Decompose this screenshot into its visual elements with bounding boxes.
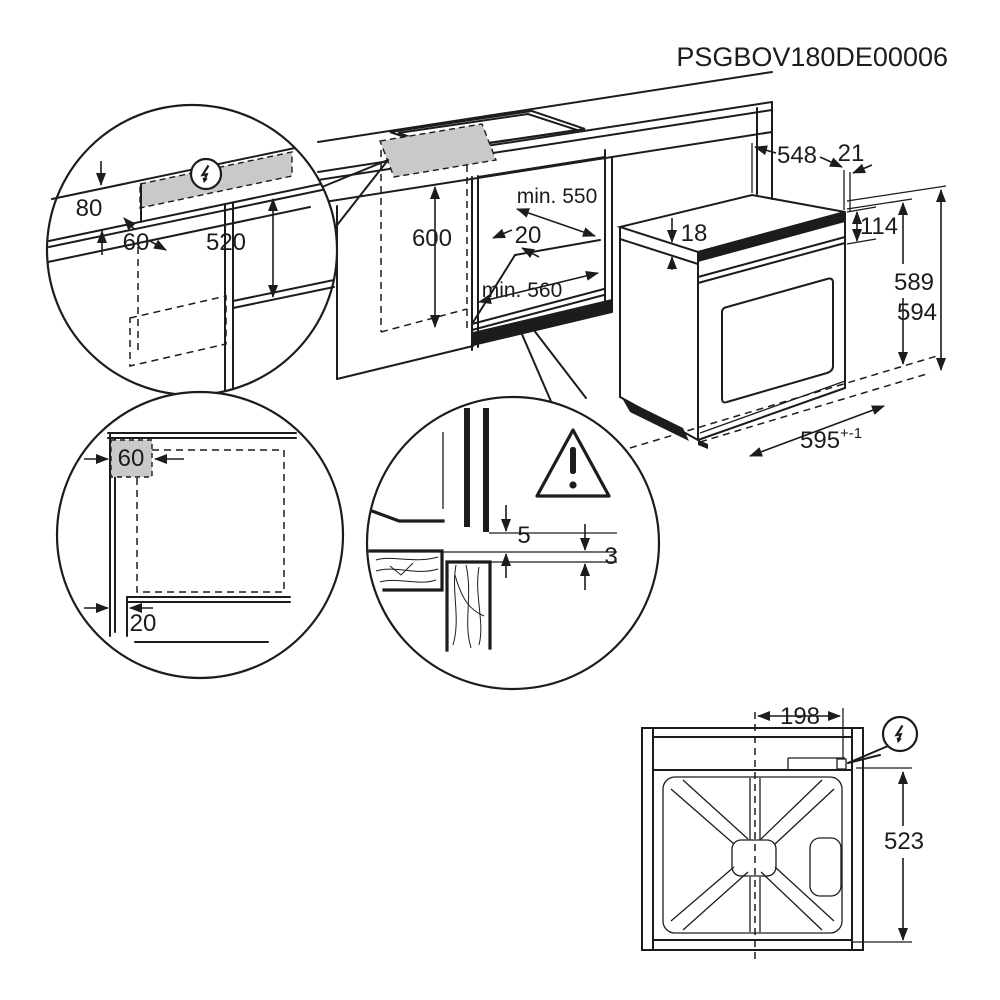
oven-dimensions: 548 21 18 114 589 594 595+-1 [667, 140, 947, 457]
callout-line [532, 328, 587, 399]
warning-triangle-icon [535, 428, 611, 498]
drawing-code: PSGBOV180DE00006 [676, 42, 948, 72]
dim-595-label: 595+-1 [800, 425, 862, 454]
dim-594-label: 594 [897, 299, 937, 326]
detail-side-panel: 60 20 [55, 390, 345, 680]
dim-20-label: 20 [515, 222, 542, 249]
oven-control-panel [698, 211, 845, 262]
dim-520-label: 520 [206, 229, 246, 256]
callout-line [321, 159, 389, 188]
rear-view: 198 523 [641, 703, 924, 962]
detail-electrical-connection: 80 60 520 [45, 103, 339, 397]
dim-60-label: 60 [123, 229, 150, 256]
dim-198-label: 198 [780, 703, 820, 730]
dim-589-label: 589 [894, 269, 934, 296]
oven-niche [471, 149, 613, 351]
dim-21-label: 21 [838, 140, 865, 167]
niche-dimensions: 600 min. 550 20 min. 560 [412, 185, 599, 328]
dim-80-label: 80 [76, 195, 103, 222]
oven-foot [622, 398, 689, 441]
callout-line [520, 331, 554, 407]
dim-3-label: 3 [604, 543, 617, 570]
oven-door-window [721, 277, 834, 404]
dim-5-label: 5 [517, 522, 530, 549]
dim-548-label: 548 [777, 142, 817, 169]
detail-front-clearance: 5 3 [365, 395, 661, 691]
callout-line [333, 159, 389, 230]
dim-523-label: 523 [884, 828, 924, 855]
electrical-badge-rear [847, 715, 919, 764]
plinth-strip [473, 299, 612, 346]
dim-min560-label: min. 560 [482, 279, 563, 302]
dim-20-side-label: 20 [130, 610, 157, 637]
oven-isometric [616, 193, 938, 449]
hob-cutout [379, 109, 586, 333]
dim-114-label: 114 [860, 213, 898, 240]
dim-600-label: 600 [412, 225, 452, 252]
dim-60-side-label: 60 [118, 445, 145, 472]
dim-18-label: 18 [681, 220, 708, 247]
dim-min550-label: min. 550 [517, 185, 598, 208]
